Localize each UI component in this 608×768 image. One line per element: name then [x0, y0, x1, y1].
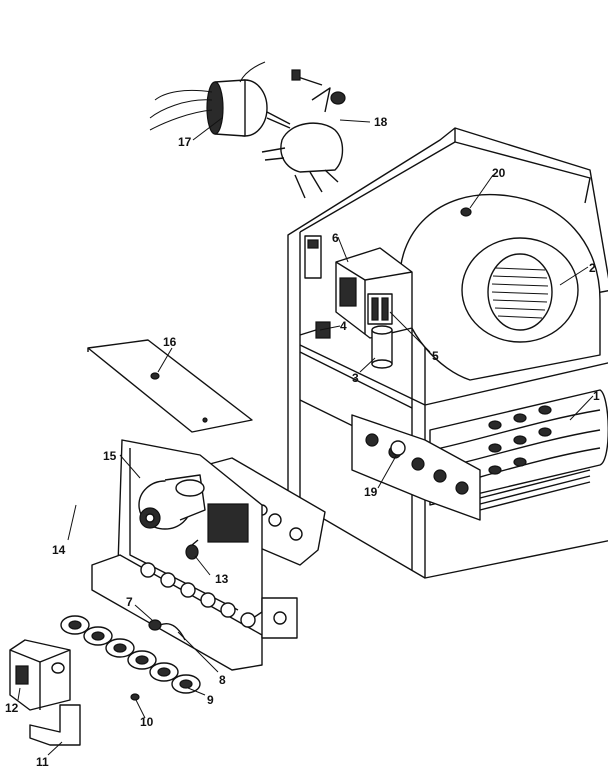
flame-sensor [185, 539, 199, 560]
callout-2: 2 [589, 261, 596, 275]
manifold-front-plate [91, 554, 298, 671]
top-cover-plate [87, 339, 253, 433]
callout-labels: 1 2 3 4 5 6 7 8 9 10 11 12 13 14 15 16 1… [5, 115, 600, 768]
callout-16: 16 [163, 335, 177, 349]
junction-box [304, 235, 322, 279]
callout-9: 9 [207, 693, 214, 707]
callout-5: 5 [432, 349, 439, 363]
callout-18: 18 [374, 115, 388, 129]
callout-7: 7 [126, 595, 133, 609]
transformer [367, 293, 393, 325]
blower-housing [398, 193, 601, 381]
gas-manifold-pipe [29, 704, 81, 746]
leader-lines [17, 117, 594, 756]
blower-motor [149, 61, 291, 137]
callout-4: 4 [340, 319, 347, 333]
callout-13: 13 [215, 572, 229, 586]
burners [60, 615, 201, 694]
callout-12: 12 [5, 701, 19, 715]
door-switch [299, 321, 331, 339]
callout-20: 20 [492, 166, 506, 180]
callout-6: 6 [332, 231, 339, 245]
callout-11: 11 [36, 755, 49, 768]
inducer-motor [138, 474, 249, 543]
callout-19: 19 [364, 485, 378, 499]
capacitor [371, 325, 393, 369]
callout-3: 3 [352, 371, 359, 385]
blower-wheel-fins [491, 267, 549, 319]
callout-1: 1 [593, 389, 600, 403]
orifice [130, 693, 140, 701]
blower-mount-bolt [460, 207, 472, 217]
gas-valve [9, 639, 71, 711]
callout-14: 14 [52, 543, 66, 557]
burner-access-panel [351, 414, 481, 521]
callout-15: 15 [103, 449, 117, 463]
callout-8: 8 [219, 673, 226, 687]
callout-10: 10 [140, 715, 154, 729]
motor-mount-bracket [261, 69, 346, 199]
callout-17: 17 [178, 135, 192, 149]
